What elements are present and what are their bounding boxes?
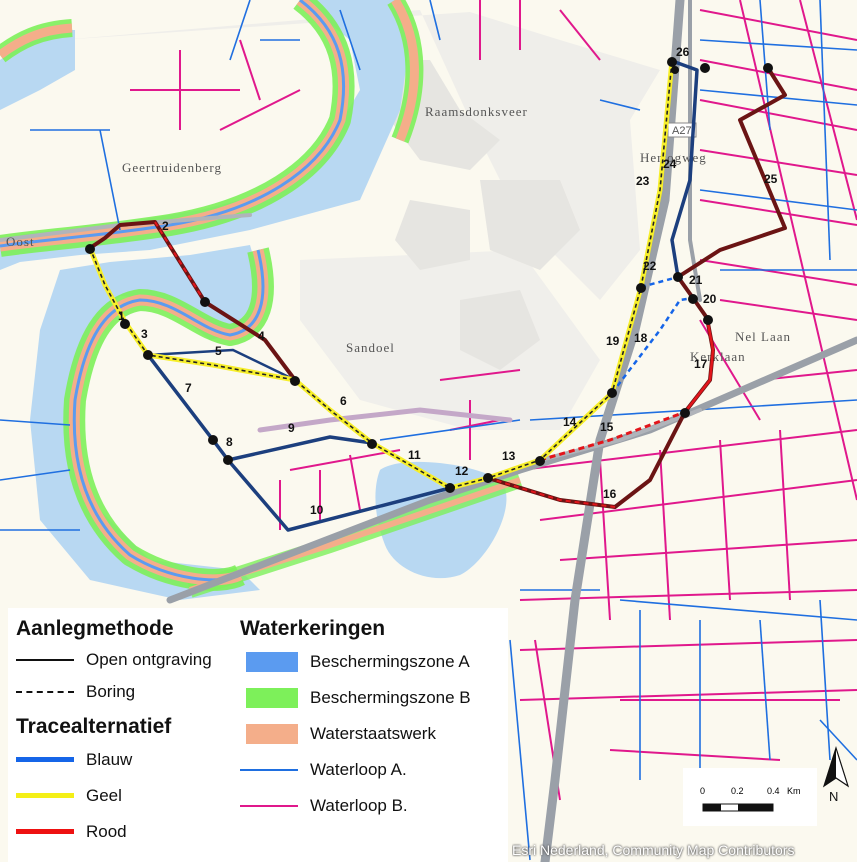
north-arrow-icon: N	[822, 746, 850, 804]
legend-item-blauw: Blauw	[16, 742, 244, 778]
route-number-20: 20	[703, 292, 717, 306]
route-number-26: 26	[676, 45, 690, 59]
route-nodes	[85, 57, 773, 493]
attribution: Esri Nederland, Community Map Contributo…	[512, 842, 795, 858]
legend-label: Beschermingszone A	[310, 652, 470, 671]
legend-item-waterloop-b: Waterloop B.	[240, 788, 505, 824]
legend-item-open-ontgraving: Open ontgraving	[16, 644, 244, 676]
legend-title-waterkeringen: Waterkeringen	[240, 617, 386, 640]
route-number-7: 7	[185, 381, 192, 395]
legend-label: Open ontgraving	[86, 650, 212, 669]
place-sandoel: Sandoel	[346, 340, 395, 355]
legend-title-aanlegmethode: Aanlegmethode	[16, 617, 174, 640]
legend-label: Geel	[86, 786, 122, 805]
route-number-23: 23	[636, 174, 650, 188]
scale-tick-0-4: 0.4	[767, 786, 780, 796]
legend-label: Beschermingszone B	[310, 688, 471, 707]
legend-column-right: Waterkeringen Beschermingszone A Bescher…	[240, 614, 505, 824]
legend-item-rood: Rood	[16, 814, 244, 850]
route-number-12: 12	[455, 464, 469, 478]
zone-b-swatch	[246, 688, 298, 708]
legend-item-zone-b: Beschermingszone B	[240, 680, 505, 716]
legend-label: Waterloop A.	[310, 760, 407, 779]
yellow-line-symbol	[16, 786, 74, 806]
zone-a-swatch	[246, 652, 298, 672]
route-number-24: 24	[663, 157, 677, 171]
route-number-15: 15	[600, 420, 614, 434]
place-raamsdonksveer: Raamsdonksveer	[425, 104, 528, 119]
route-numbers: 1 2 3 4 5 6 7 8 9 10 11 12 13 14 15 16 1…	[118, 45, 778, 517]
scale-tick-0-2: 0.2	[731, 786, 744, 796]
place-nel-laan: Nel Laan	[735, 329, 791, 344]
route-number-3: 3	[141, 327, 148, 341]
legend-item-waterloop-a: Waterloop A.	[240, 752, 505, 788]
scale-unit: Km	[787, 786, 801, 796]
route-number-16: 16	[603, 487, 617, 501]
beschermingszone-a	[0, 0, 346, 582]
route-number-22: 22	[643, 259, 657, 273]
legend-label: Rood	[86, 822, 127, 841]
solid-line-symbol	[16, 650, 74, 670]
route-number-21: 21	[689, 273, 703, 287]
route-number-13: 13	[502, 449, 516, 463]
waterloop-a-line-symbol	[240, 760, 298, 780]
route-number-9: 9	[288, 421, 295, 435]
place-kerklaan: Kerklaan	[690, 349, 746, 364]
route-number-10: 10	[310, 503, 324, 517]
scale-bar: 0 0.2 0.4 Km	[683, 768, 817, 826]
blue-line-symbol	[16, 750, 74, 770]
legend-label: Blauw	[86, 750, 133, 769]
legend-item-zone-a: Beschermingszone A	[240, 644, 505, 680]
waterstaatswerk-swatch	[246, 724, 298, 744]
route-number-19: 19	[606, 334, 620, 348]
dashed-line-symbol	[16, 682, 74, 702]
place-oost: Oost	[6, 234, 35, 249]
red-line-symbol	[16, 822, 74, 842]
scale-bar-segment	[703, 804, 721, 811]
route-number-17: 17	[694, 357, 708, 371]
route-number-18: 18	[634, 331, 648, 345]
waterloop-b-line-symbol	[240, 796, 298, 816]
legend-item-boring: Boring	[16, 676, 244, 708]
legend: Aanlegmethode Open ontgraving Boring Tra…	[8, 608, 508, 862]
legend-title-tracealternatief: Tracealternatief	[16, 715, 172, 738]
route-number-8: 8	[226, 435, 233, 449]
route-number-25: 25	[764, 172, 778, 186]
road-label-a27: A27	[672, 125, 692, 137]
route-number-5: 5	[215, 344, 222, 358]
north-label: N	[829, 789, 838, 804]
route-geel[interactable]	[87, 59, 675, 491]
place-geertruidenberg: Geertruidenberg	[122, 160, 222, 175]
legend-label: Waterloop B.	[310, 796, 408, 815]
legend-item-geel: Geel	[16, 778, 244, 814]
route-number-4: 4	[258, 329, 265, 343]
place-labels: Geertruidenberg Raamsdonksveer Sandoel H…	[6, 104, 791, 364]
legend-label: Waterstaatswerk	[310, 724, 436, 743]
route-number-1: 1	[118, 309, 125, 323]
legend-column-left: Aanlegmethode Open ontgraving Boring Tra…	[16, 614, 244, 850]
route-number-6: 6	[340, 394, 347, 408]
route-number-2: 2	[162, 219, 169, 233]
scale-bar-segment	[738, 804, 773, 811]
route-number-11: 11	[408, 448, 421, 462]
place-hertogweg: Hertogweg	[640, 150, 707, 165]
scale-tick-0: 0	[700, 786, 705, 796]
route-number-14: 14	[563, 415, 577, 429]
legend-label: Boring	[86, 682, 136, 701]
legend-item-waterstaatswerk: Waterstaatswerk	[240, 716, 505, 752]
